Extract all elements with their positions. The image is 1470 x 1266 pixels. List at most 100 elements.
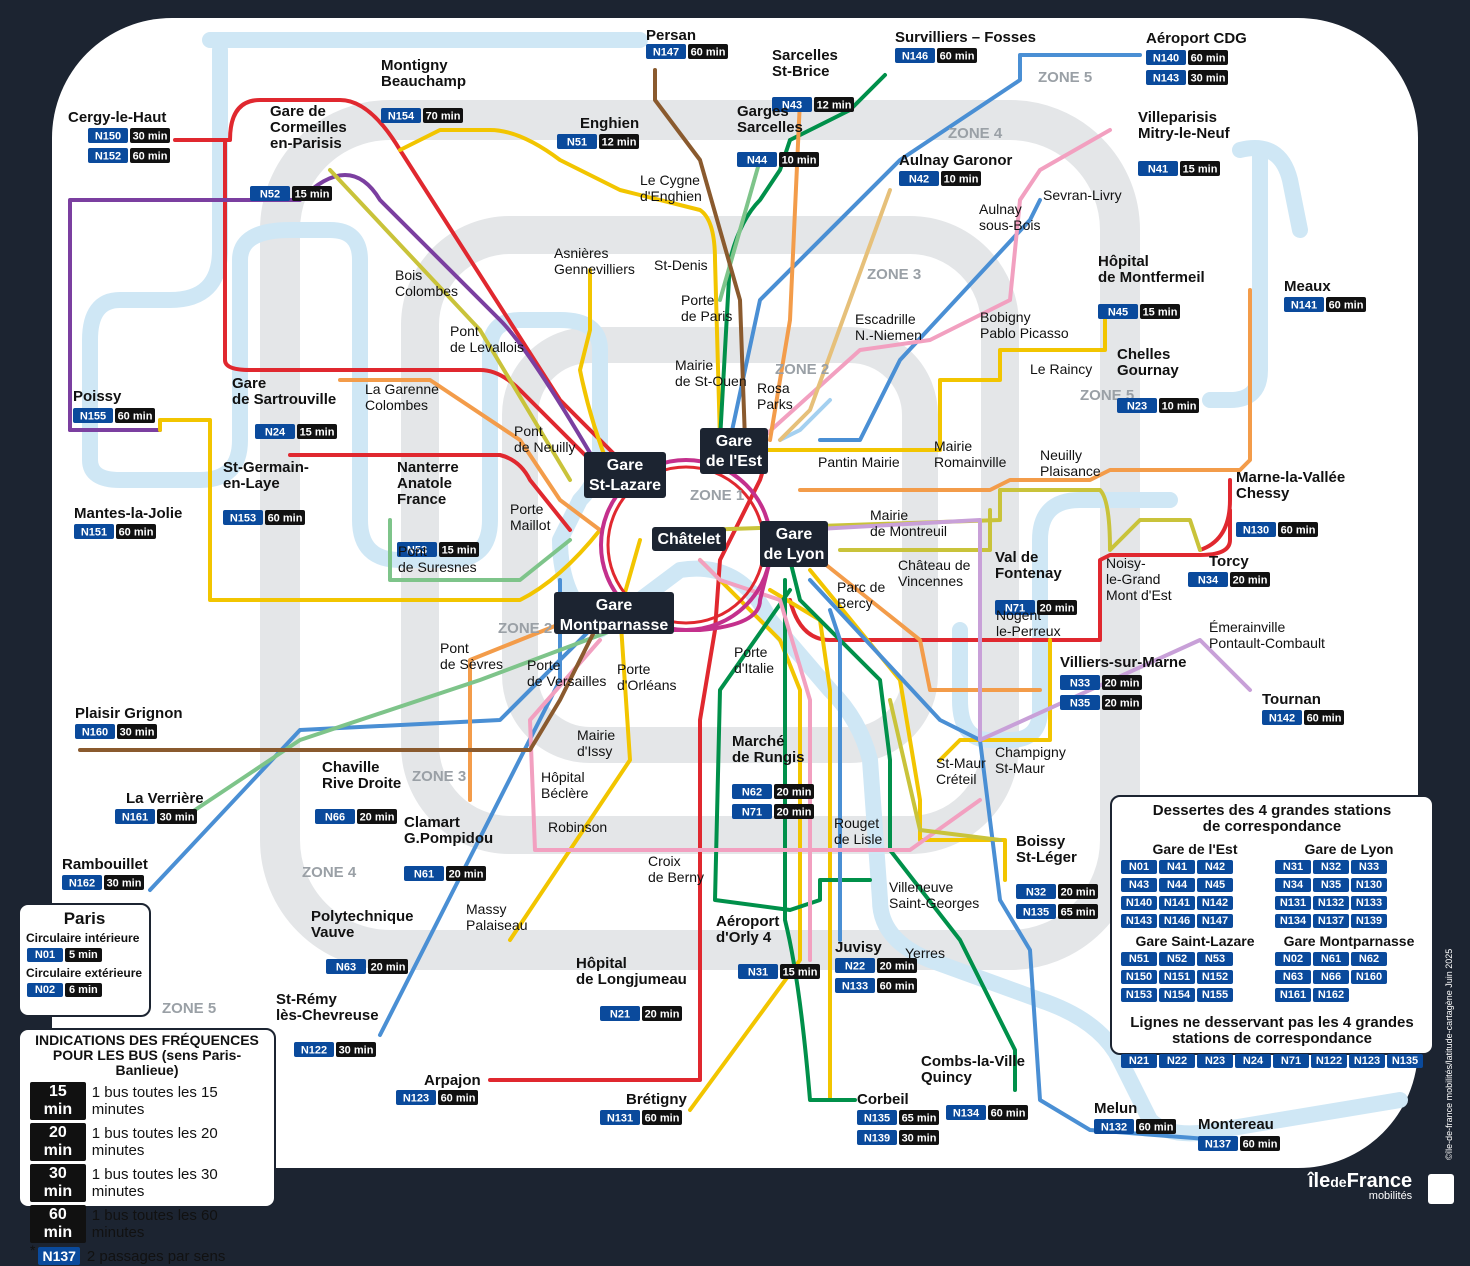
line-code: N146: [902, 51, 928, 63]
other-line-badge: N122: [1311, 1054, 1347, 1068]
line-frequency: 30 min: [1191, 73, 1226, 85]
other-title: Lignes ne desservant pas les 4 grandes s…: [1130, 1014, 1414, 1047]
station-name: Cergy-le-Haut: [68, 109, 166, 126]
desserte-line-badge: N31: [1275, 860, 1311, 874]
desserte-line-badge: N130: [1351, 878, 1387, 892]
stop-label: Le Raincy: [1030, 361, 1092, 377]
line-code: N24: [265, 427, 286, 439]
line-frequency: 60 min: [119, 527, 154, 539]
frequency-text: 1 bus toutes les 30 minutes: [91, 1166, 218, 1200]
line-frequency: 15 min: [300, 427, 335, 439]
line-code: N135: [864, 1113, 890, 1125]
desserte-line-badge: N41: [1159, 860, 1195, 874]
line-frequency: 30 min: [107, 878, 142, 890]
desserte-line-badge: N42: [1197, 860, 1233, 874]
desserte-line-badge: N150: [1121, 970, 1157, 984]
line-code: N32: [1026, 887, 1046, 899]
line-code: N43: [782, 100, 802, 112]
station-name: Brétigny: [626, 1091, 688, 1108]
ci-label: Circulaire intérieure: [26, 931, 140, 945]
hub-box: [554, 592, 674, 634]
desserte-line-badge: N140: [1121, 896, 1157, 910]
brand-logo: îledeFrance mobilités: [1308, 1170, 1412, 1202]
desserte-line-badge: N66: [1313, 970, 1349, 984]
line-code: N71: [1005, 603, 1025, 615]
line-frequency: 20 min: [645, 1009, 680, 1021]
station-name: St-Germain-en-Laye: [223, 459, 309, 492]
other-line-badge: N71: [1273, 1054, 1309, 1068]
line-code: N150: [95, 131, 121, 143]
station-name: Enghien: [580, 115, 639, 132]
frequency-legend: INDICATIONS DES FRÉQUENCES POUR LES BUS …: [18, 1028, 276, 1265]
line-code: N66: [325, 812, 345, 824]
line-badge: N154 70 min: [381, 108, 463, 123]
line-frequency: 60 min: [1139, 1122, 1174, 1134]
desserte-line-badge: N43: [1121, 878, 1157, 892]
line-badge: N162 30 min: [62, 875, 144, 890]
line-code: N141: [1291, 300, 1317, 312]
line-frequency: 15 min: [783, 967, 818, 979]
frequency-legend-title: INDICATIONS DES FRÉQUENCES POUR LES BUS …: [35, 1032, 259, 1078]
line-frequency: 20 min: [1105, 678, 1140, 690]
desserte-line-badge: N141: [1159, 896, 1195, 910]
brand-sub: mobilités: [1368, 1190, 1413, 1202]
line-code: N162: [69, 878, 95, 890]
hub-box: [700, 428, 768, 474]
line-code: N154: [388, 111, 415, 123]
stop-label: St-Denis: [654, 257, 708, 273]
line-frequency: 30 min: [133, 131, 168, 143]
line-frequency: 20 min: [360, 812, 395, 824]
line-code: N52: [260, 189, 280, 201]
dessertes-legend: Dessertes des 4 grandes stations de corr…: [1110, 795, 1434, 1068]
stop-label: Sevran-Livry: [1043, 187, 1122, 203]
brand-c: France: [1346, 1170, 1413, 1192]
desserte-line-badge: N162: [1313, 988, 1349, 1002]
desserte-line-badge: N146: [1159, 914, 1195, 928]
brand-a: île: [1308, 1170, 1331, 1192]
line-frequency: 15 min: [1183, 164, 1218, 176]
line-frequency: 20 min: [777, 787, 812, 799]
desserte-line-badge: N134: [1275, 914, 1311, 928]
line-code: N139: [864, 1133, 890, 1145]
line-code: N142: [1269, 713, 1295, 725]
ce-freq: 6 min: [65, 983, 102, 997]
ci-freq: 5 min: [65, 948, 102, 962]
line-badge: N66 20 min: [315, 809, 397, 824]
station-name: Mantes-la-Jolie: [74, 505, 182, 522]
dessertes-title: Dessertes des 4 grandes stations de corr…: [1152, 802, 1392, 835]
line-frequency: 70 min: [426, 111, 461, 123]
